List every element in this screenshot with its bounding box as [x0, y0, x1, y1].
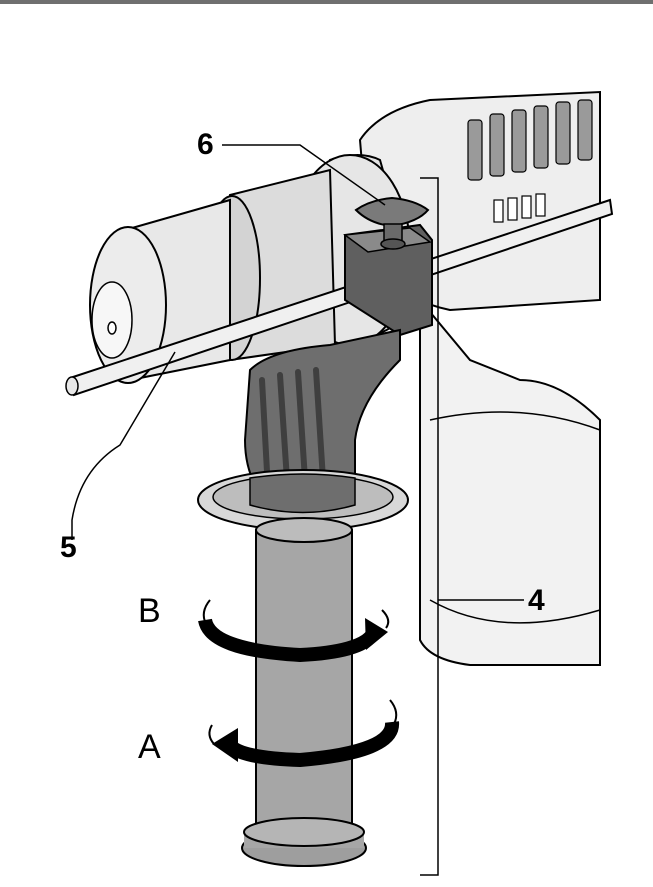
leader-line-6	[222, 144, 386, 206]
hand-guard	[197, 469, 409, 531]
top-rule	[0, 0, 653, 4]
lower-vent-slots	[493, 193, 546, 223]
leader-line-5	[71, 351, 176, 540]
wing-screw	[354, 196, 430, 250]
label-5: 5	[60, 531, 77, 564]
leader-lines	[71, 144, 524, 876]
direction-label-b: B	[138, 592, 161, 630]
drill-body	[419, 297, 601, 666]
vent-slots	[467, 99, 593, 181]
bracket-4	[420, 177, 439, 876]
direction-label-a: A	[138, 728, 161, 766]
rotation-arrow-a	[208, 699, 399, 768]
label-6: 6	[197, 128, 214, 161]
label-4: 4	[528, 584, 545, 617]
rotation-arrow-b	[198, 599, 390, 663]
grip-shaft	[241, 517, 367, 867]
